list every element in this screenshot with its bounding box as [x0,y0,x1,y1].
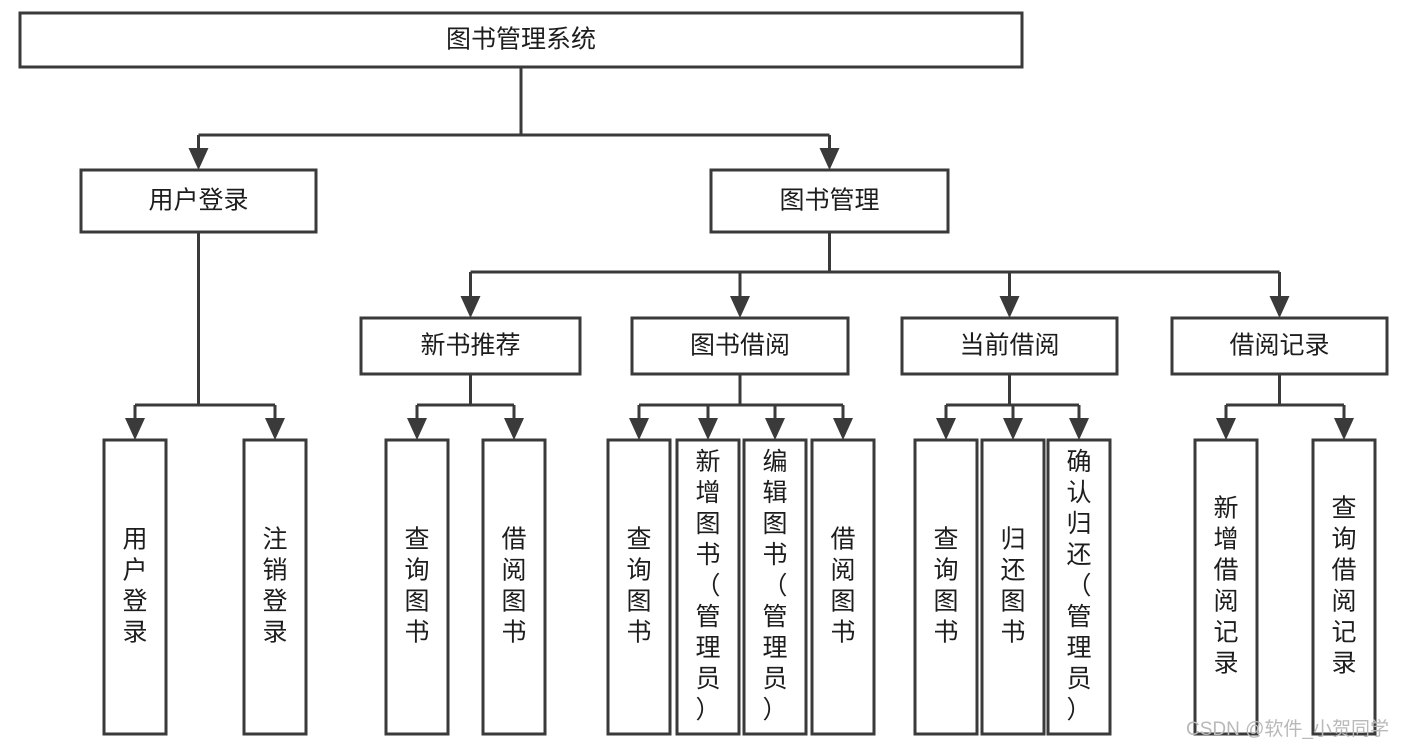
node-label: 新增借阅记录 [1213,494,1238,677]
mgmt-to-level3-branch-2-head [999,296,1020,318]
node-leaf-add-book[interactable]: 新增图书（管理员） [675,438,741,736]
node-box [742,438,808,736]
node-leaf-query-book-current[interactable]: 查询图书 [913,438,979,736]
node-box [242,438,308,736]
node-label: 归还图书 [1000,525,1025,646]
book-borrow-to-leaves-branch-3-head [833,418,853,440]
node-box [1193,438,1259,736]
book-borrow-to-leaves-branch-0-head [629,418,649,440]
node-current-borrow[interactable]: 当前借阅 [900,316,1119,376]
node-label: 查询图书 [933,525,958,646]
node-label: 当前借阅 [959,332,1059,360]
borrow-record-to-leaves-branch-1-head [1334,418,1354,440]
node-new-book-recommend[interactable]: 新书推荐 [359,316,582,376]
node-leaf-return-book[interactable]: 归还图书 [980,438,1046,736]
node-box [675,438,741,736]
node-label: 图书管理系统 [446,26,596,54]
node-box [1046,438,1112,736]
node-label: 新增图书（管理员） [695,448,720,724]
node-label: 确认归还（管理员） [1066,448,1091,724]
node-leaf-borrow-book-new[interactable]: 借阅图书 [481,438,547,736]
current-borrow-to-leaves-branch-2-head [1069,418,1089,440]
new-book-recommend-to-leaves-branch-0-head [407,418,427,440]
node-leaf-borrow-book[interactable]: 借阅图书 [810,438,876,736]
user-login-to-leaves-branch-0-head [125,418,145,440]
node-user-login[interactable]: 用户登录 [79,168,318,234]
csdn-watermark: CSDN @软件_小贺同学 [1186,719,1389,740]
node-box [810,438,876,736]
node-box [102,438,168,736]
book-borrow-to-leaves-branch-1-head [698,418,718,440]
node-leaf-query-book-borrow[interactable]: 查询图书 [606,438,672,736]
node-box [384,438,450,736]
node-box [18,11,1024,69]
node-label: 注销登录 [262,525,287,646]
node-leaf-logout[interactable]: 注销登录 [242,438,308,736]
node-label: 查询借阅记录 [1331,494,1356,677]
node-label: 编辑图书（管理员） [762,448,787,724]
node-box [79,168,318,234]
node-box [630,316,850,376]
node-label: 借阅记录 [1229,332,1329,360]
mgmt-to-level3-branch-1-head [730,296,750,318]
node-box [900,316,1119,376]
node-box [481,438,547,736]
node-leaf-user-login[interactable]: 用户登录 [102,438,168,736]
root-to-level2-branch-0-head [188,148,209,170]
node-box [980,438,1046,736]
node-borrow-record[interactable]: 借阅记录 [1170,316,1389,376]
root-to-level2-branch-1-head [819,148,840,170]
node-leaf-query-record[interactable]: 查询借阅记录 [1311,438,1377,736]
node-box [1311,438,1377,736]
node-label: 图书管理 [779,187,879,215]
current-borrow-to-leaves-branch-1-head [1003,418,1023,440]
node-box [606,438,672,736]
node-box [359,316,582,376]
node-label: 用户登录 [148,187,248,215]
borrow-record-to-leaves-branch-0-head [1216,418,1236,440]
node-leaf-add-record[interactable]: 新增借阅记录 [1193,438,1259,736]
node-box [709,168,950,234]
connector-layer [125,67,1354,440]
node-label: 借阅图书 [501,525,526,646]
book-borrow-to-leaves-branch-2-head [765,418,785,440]
node-book-borrow[interactable]: 图书借阅 [630,316,850,376]
node-label: 新书推荐 [420,332,520,360]
node-root[interactable]: 图书管理系统 [18,11,1024,69]
new-book-recommend-to-leaves-branch-1-head [504,418,524,440]
node-leaf-query-book-new[interactable]: 查询图书 [384,438,450,736]
node-leaf-confirm-return[interactable]: 确认归还（管理员） [1046,438,1112,736]
node-label: 查询图书 [404,525,429,646]
node-box [1170,316,1389,376]
node-label: 借阅图书 [830,525,855,646]
node-box [913,438,979,736]
node-layer: 图书管理系统用户登录图书管理新书推荐图书借阅当前借阅借阅记录用户登录注销登录查询… [18,11,1389,736]
mgmt-to-level3-branch-3-head [1269,296,1290,318]
node-leaf-edit-book[interactable]: 编辑图书（管理员） [742,438,808,736]
mgmt-to-level3-branch-0-head [460,296,481,318]
node-label: 图书借阅 [690,332,790,360]
node-label: 查询图书 [626,525,651,646]
node-label: 用户登录 [122,525,147,646]
user-login-to-leaves-branch-1-head [265,418,285,440]
node-book-management[interactable]: 图书管理 [709,168,950,234]
current-borrow-to-leaves-branch-0-head [936,418,956,440]
